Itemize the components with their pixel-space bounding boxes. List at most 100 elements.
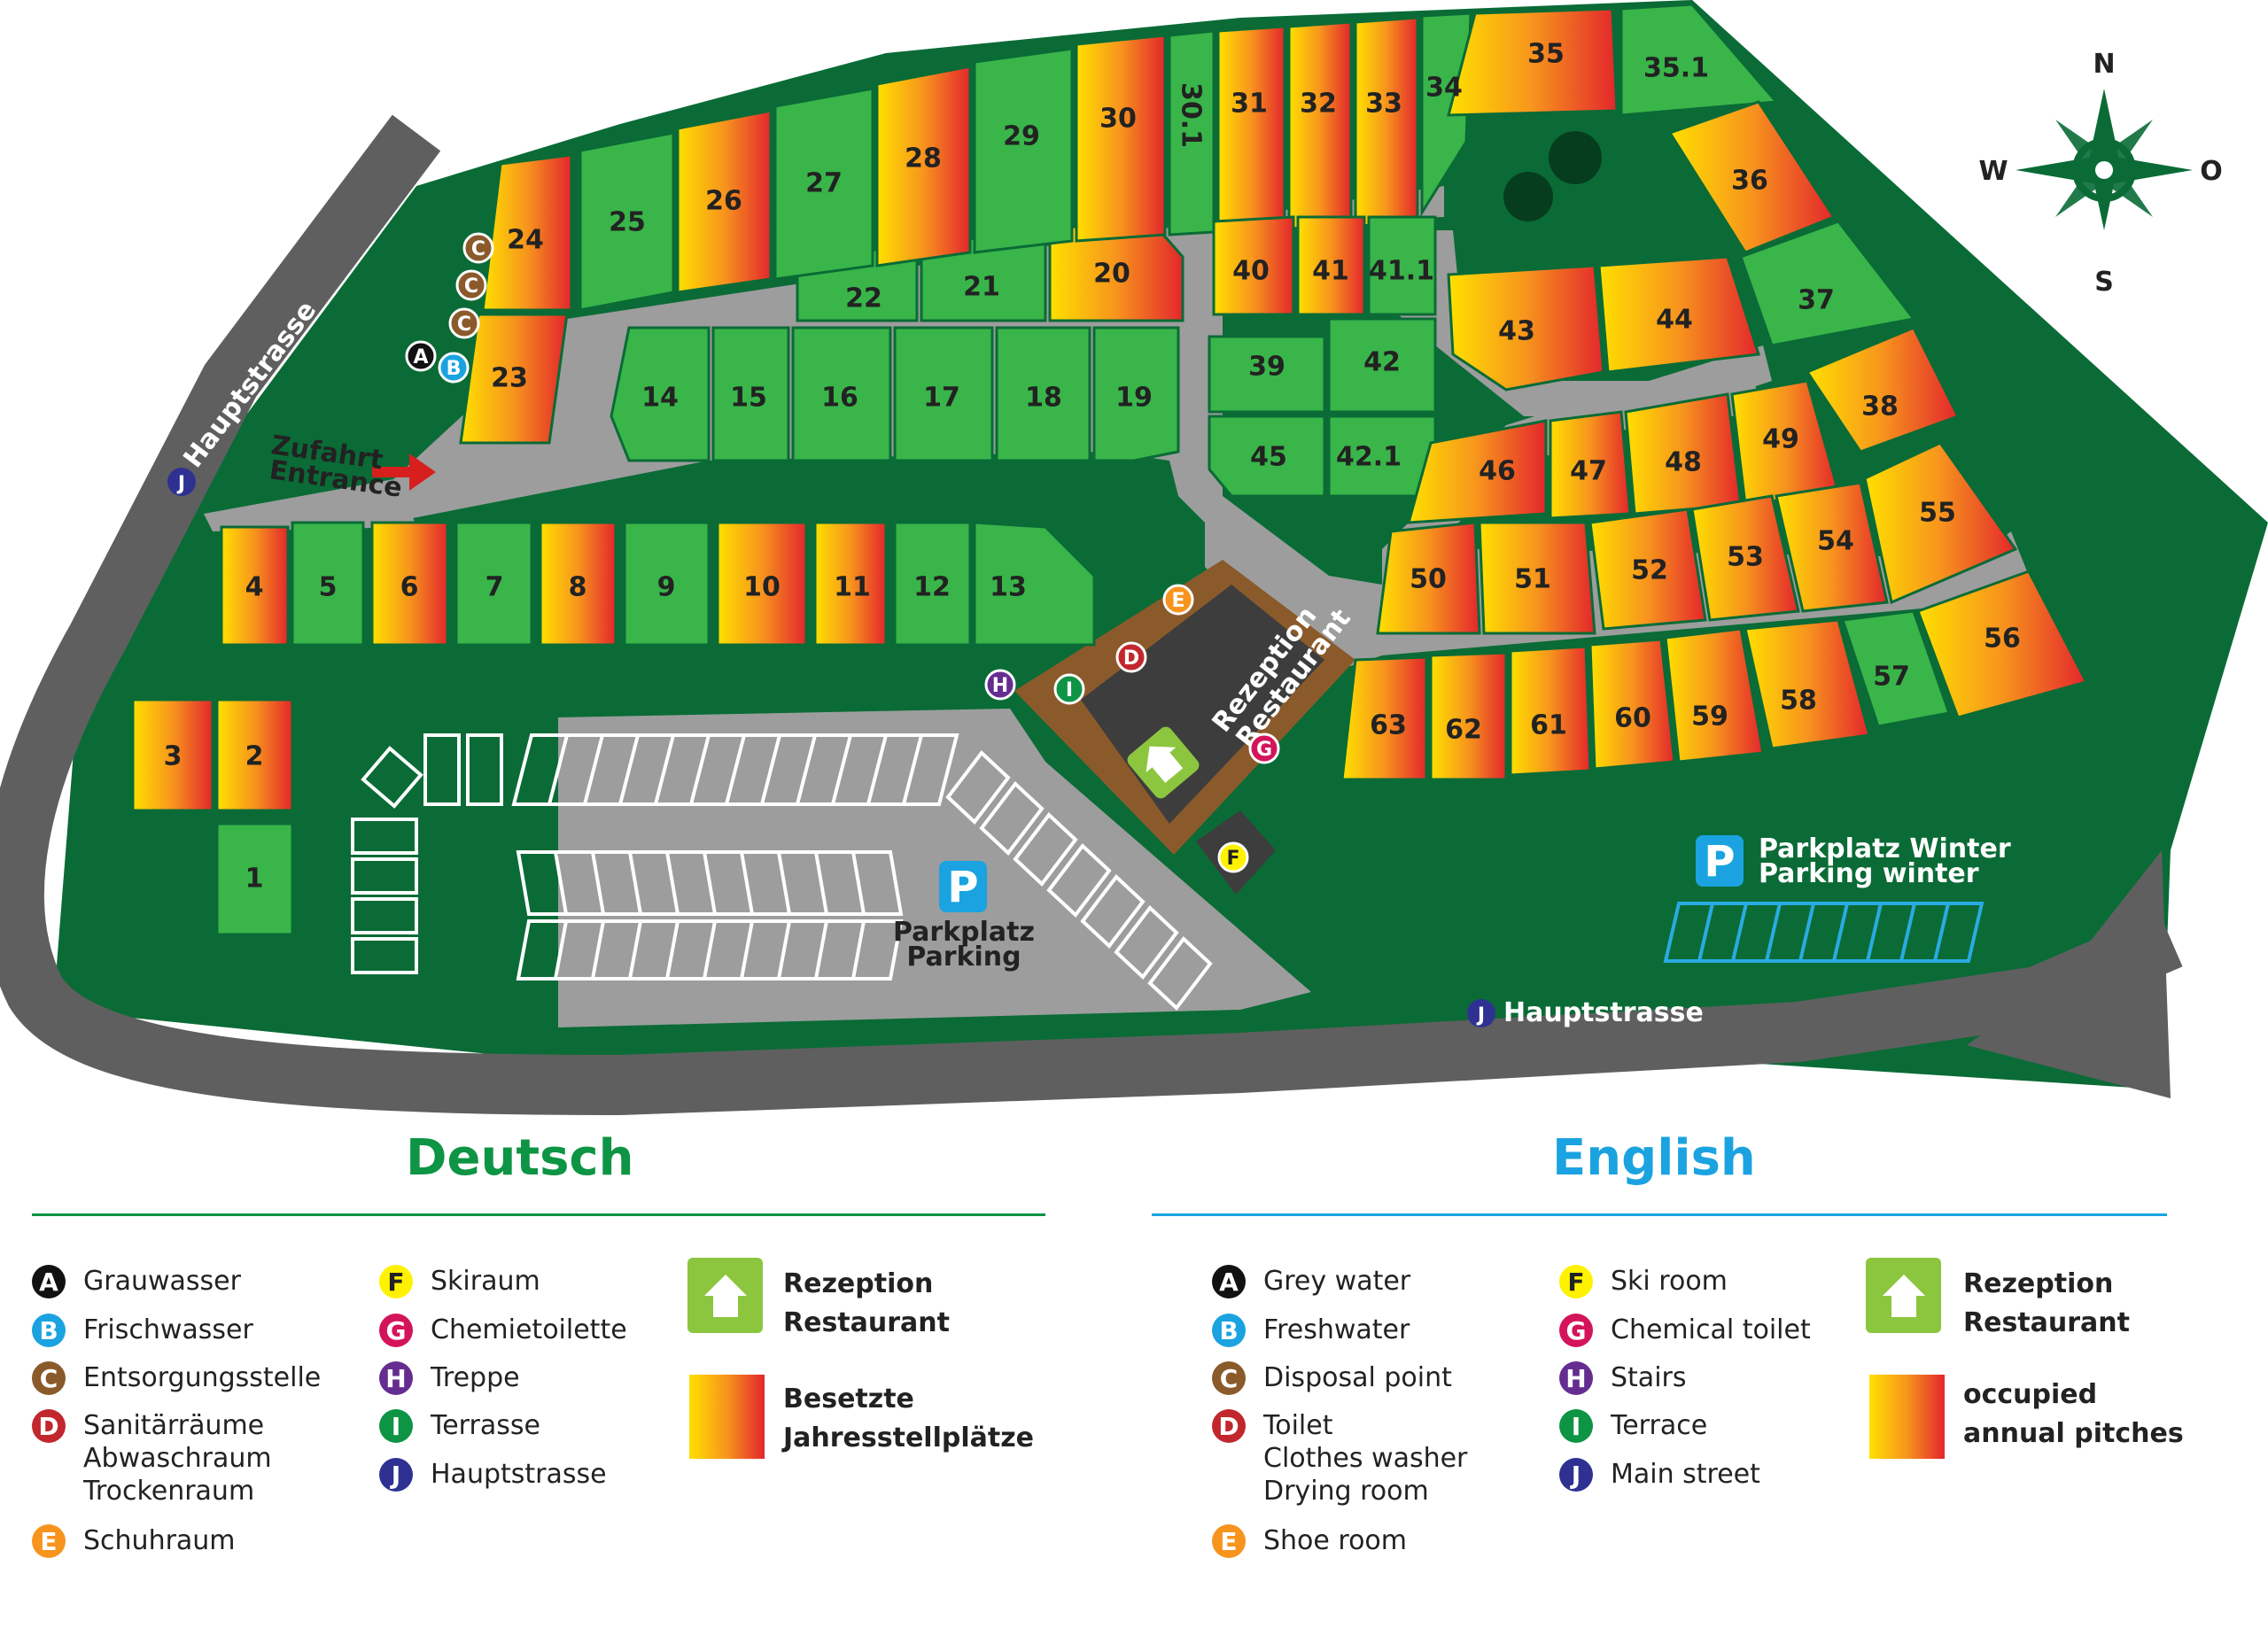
badge-f: F bbox=[1559, 1265, 1593, 1298]
pitch-label-17: 17 bbox=[923, 383, 960, 414]
pitch-6-occupied bbox=[370, 521, 449, 647]
parking-label-2: Parking bbox=[906, 942, 1021, 973]
marker-j-top-letter: J bbox=[176, 473, 185, 495]
marker-c-letter: C bbox=[464, 275, 478, 298]
pitch-label-24: 24 bbox=[507, 225, 544, 256]
pitch-label-34: 34 bbox=[1425, 73, 1463, 104]
badge-i: I bbox=[1559, 1409, 1593, 1443]
legend-de-occupied1: Besetzte bbox=[783, 1384, 914, 1415]
pitch-19 bbox=[1092, 326, 1180, 462]
pitch-43-occupied bbox=[1447, 264, 1605, 391]
pitch-label-45: 45 bbox=[1250, 442, 1287, 473]
marker-h9 bbox=[984, 669, 1016, 701]
legend-en-rule bbox=[1152, 1213, 2167, 1216]
pitch-53-occupied bbox=[1690, 494, 1800, 622]
badge-j: J bbox=[1559, 1458, 1593, 1492]
pitch-15 bbox=[711, 326, 790, 462]
winter-parking-icon-letter: P bbox=[1704, 837, 1735, 887]
legend-de-i-label: Terrasse bbox=[431, 1410, 540, 1441]
pitch-28-occupied bbox=[875, 65, 972, 267]
marker-b-letter: B bbox=[447, 358, 462, 380]
pitch-57 bbox=[1840, 609, 1951, 728]
pitch-label-51: 51 bbox=[1514, 564, 1551, 595]
pitch-17 bbox=[893, 326, 994, 462]
marker-i-letter: I bbox=[1066, 679, 1073, 701]
marker-b1 bbox=[438, 352, 470, 384]
marker-e-letter: E bbox=[1171, 590, 1184, 612]
tree bbox=[1549, 131, 1602, 184]
pitch-label-49: 49 bbox=[1762, 424, 1799, 455]
pitch-label-19: 19 bbox=[1115, 383, 1153, 414]
legend-de-f-label: Skiraum bbox=[431, 1266, 540, 1297]
pitch-label-21: 21 bbox=[963, 272, 1000, 303]
legend-en-occupied1: occupied bbox=[1963, 1379, 2098, 1410]
marker-i10 bbox=[1053, 673, 1085, 705]
pitch-26-occupied bbox=[676, 109, 773, 294]
pitch-31-occupied bbox=[1216, 25, 1286, 234]
legend-en-h-label: Stairs bbox=[1611, 1362, 1687, 1393]
badge-g: G bbox=[379, 1314, 413, 1347]
pitch-label-30: 30 bbox=[1099, 104, 1137, 135]
pitch-10-occupied bbox=[716, 521, 808, 647]
parking-label-1: Parkplatz bbox=[893, 917, 1035, 948]
pitch-47-occupied bbox=[1549, 410, 1632, 520]
pitch-18 bbox=[995, 326, 1091, 462]
pitch-41-occupied bbox=[1296, 215, 1366, 316]
marker-j-bottom-letter: J bbox=[1476, 1004, 1485, 1027]
marker-a0 bbox=[405, 340, 437, 372]
pitch-label-2: 2 bbox=[245, 741, 264, 772]
pitch-label-13: 13 bbox=[990, 572, 1027, 603]
pitch-46-occupied bbox=[1406, 419, 1548, 524]
pitch-label-25: 25 bbox=[609, 207, 646, 238]
legend-en-e-label: Shoe room bbox=[1263, 1525, 1408, 1556]
legend-en-d3-label: Drying room bbox=[1263, 1476, 1429, 1507]
pitch-label-50: 50 bbox=[1410, 564, 1447, 595]
legend-en-title: English bbox=[1552, 1129, 1756, 1187]
pitch-4-occupied bbox=[220, 525, 290, 647]
marker-a-letter: A bbox=[413, 346, 428, 368]
pitch-42 bbox=[1327, 317, 1437, 414]
marker-e6 bbox=[1162, 584, 1194, 616]
badge-b: B bbox=[32, 1314, 66, 1347]
pitch-label-43: 43 bbox=[1498, 316, 1535, 347]
compass-w: W bbox=[1978, 156, 2008, 187]
legend-en-a-label: Grey water bbox=[1263, 1266, 1411, 1297]
pitch-label-31: 31 bbox=[1231, 89, 1268, 120]
badge-h: H bbox=[1559, 1361, 1593, 1395]
pitch-44-occupied bbox=[1597, 255, 1760, 374]
pitch-label-29: 29 bbox=[1003, 121, 1040, 152]
pitch-label-35: 35 bbox=[1527, 39, 1565, 70]
pitch-label-22: 22 bbox=[845, 283, 882, 314]
legend-de-reception-icon bbox=[687, 1258, 763, 1333]
pitch-label-55: 55 bbox=[1919, 498, 1956, 529]
parking-spots bbox=[351, 733, 1213, 1011]
marker-g-letter: G bbox=[1256, 739, 1272, 761]
marker-f-letter: F bbox=[1226, 848, 1239, 870]
legend-en-reception2: Restaurant bbox=[1963, 1307, 2130, 1338]
pitch-29 bbox=[973, 47, 1074, 254]
badge-e: E bbox=[32, 1524, 66, 1558]
pitch-58-occupied bbox=[1744, 618, 1871, 750]
legend-en-j: J Main street bbox=[1559, 1458, 1760, 1492]
pitch-59-occupied bbox=[1664, 627, 1765, 763]
pitch-label-10: 10 bbox=[743, 572, 781, 603]
legend-de-occupied-swatch bbox=[689, 1375, 765, 1459]
pitch-label-42: 42 bbox=[1363, 347, 1401, 378]
legend-de-j-label: Hauptstrasse bbox=[431, 1459, 607, 1490]
pitch-label-11: 11 bbox=[834, 572, 871, 603]
legend-en-j-label: Main street bbox=[1611, 1459, 1760, 1490]
pitch-label-4: 4 bbox=[245, 572, 264, 603]
pitch-24-occupied bbox=[481, 153, 573, 312]
pitch-label-59: 59 bbox=[1691, 701, 1728, 732]
pitch-35-occupied bbox=[1447, 7, 1619, 117]
pitch-61-occupied bbox=[1509, 645, 1592, 777]
